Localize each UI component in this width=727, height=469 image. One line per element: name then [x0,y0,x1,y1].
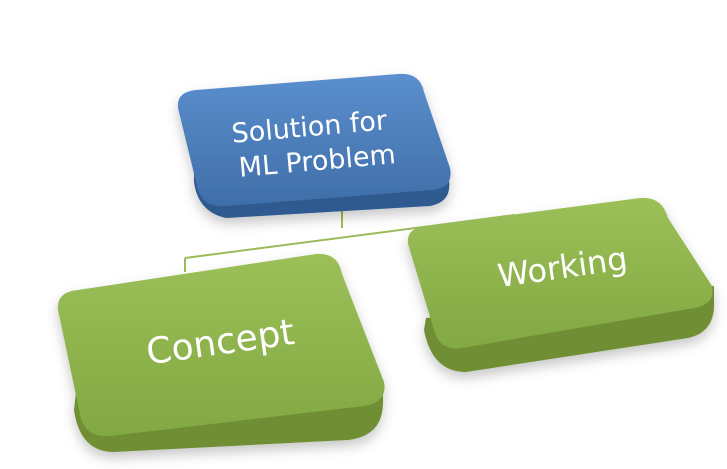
node-concept-face [57,253,385,437]
node-working-face [407,197,713,349]
node-root-face [177,73,451,207]
node-root: Solution for ML Problem [177,73,451,218]
node-concept: Concept [57,253,385,452]
node-working: Working [407,197,715,372]
